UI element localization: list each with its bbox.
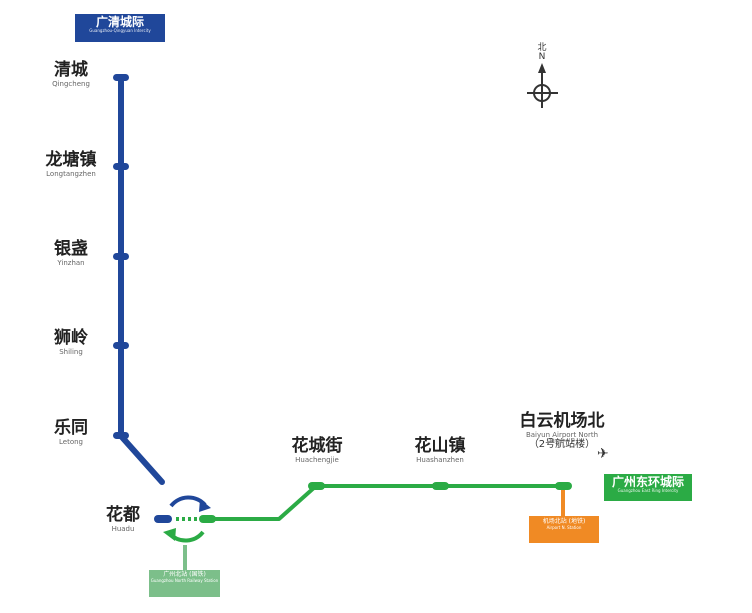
east-ring-line-badge: 广州东环城际 Guangzhou East Ring Intercity bbox=[604, 474, 692, 501]
station-name-en: Huadu bbox=[111, 524, 135, 533]
station-name-zh: 银盏 bbox=[54, 239, 88, 259]
station-marker-huadu-green[interactable] bbox=[199, 515, 216, 523]
station-name-zh: 乐同 bbox=[54, 418, 88, 438]
station-name-zh: 花城街 bbox=[291, 436, 343, 456]
station-marker-shiling[interactable] bbox=[113, 342, 129, 349]
station-name-en: Longtangzhen bbox=[46, 169, 96, 178]
station-marker-qingcheng[interactable] bbox=[113, 74, 129, 81]
huadu-blue-arrow-head bbox=[199, 499, 211, 512]
guangzhou-north-transfer[interactable]: 广州北站 (国铁) Guangzhou North Railway Statio… bbox=[149, 570, 220, 597]
station-name-zh: 清城 bbox=[54, 60, 88, 80]
station-name-zh: 花山镇 bbox=[414, 436, 466, 456]
station-name-en: Letong bbox=[59, 437, 83, 446]
compass-label: 北 N bbox=[526, 44, 558, 62]
transfer-note: 地铁 bbox=[570, 518, 583, 525]
station-name-zh: 龙塘镇 bbox=[45, 150, 97, 170]
station-marker-yinzhan[interactable] bbox=[113, 253, 129, 260]
station-marker-huashanzhen[interactable] bbox=[432, 482, 449, 490]
transfer-name-en: Airport N. Station bbox=[546, 524, 582, 530]
station-name-en: Shiling bbox=[59, 347, 83, 356]
qingcheng-line-name: 广清城际 bbox=[95, 15, 144, 29]
station-label-longtangzhen[interactable]: 龙塘镇 Longtangzhen bbox=[31, 151, 111, 178]
transfer-note: 国铁 bbox=[191, 571, 204, 578]
station-terminal-zh: （2号航站楼） bbox=[528, 439, 596, 451]
station-label-huadu[interactable]: 花都 Huadu bbox=[93, 506, 153, 533]
huadu-green-arrow-head bbox=[163, 528, 176, 541]
east-ring-line-name-en: Guangzhou East Ring Intercity bbox=[617, 487, 679, 493]
airplane-icon: ✈ bbox=[597, 446, 609, 462]
station-label-huachengjie[interactable]: 花城街 Huachengjie bbox=[276, 437, 358, 464]
transfer-name-zh: 机场北站 bbox=[542, 518, 567, 525]
transfer-name-en: Guangzhou North Railway Station bbox=[150, 577, 219, 583]
station-marker-letong[interactable] bbox=[113, 432, 129, 439]
station-label-baiyun-airport-north[interactable]: 白云机场北 Baiyun Airport North （2号航站楼） Termi… bbox=[500, 411, 624, 450]
station-name-en: Baiyun Airport North bbox=[525, 430, 599, 439]
station-terminal-en: Terminal 2 bbox=[549, 438, 575, 445]
qingcheng-line-name-en: Guangzhou-Qingyuan Intercity bbox=[89, 27, 151, 33]
station-name-zh: 白云机场北 bbox=[519, 411, 605, 431]
qingcheng-line-path bbox=[118, 74, 165, 485]
station-label-huashanzhen[interactable]: 花山镇 Huashanzhen bbox=[399, 437, 481, 464]
station-label-yinzhan[interactable]: 银盏 Yinzhan bbox=[36, 240, 106, 267]
compass-label-zh: 北 bbox=[537, 43, 547, 53]
compass-rose bbox=[527, 63, 558, 108]
station-label-letong[interactable]: 乐同 Letong bbox=[36, 419, 106, 446]
station-name-en: Qingcheng bbox=[52, 79, 90, 88]
transfer-name-zh: 广州北站 bbox=[163, 571, 188, 578]
station-name-en: Huashanzhen bbox=[416, 455, 464, 464]
station-name-en: Yinzhan bbox=[57, 258, 85, 267]
station-label-shiling[interactable]: 狮岭 Shiling bbox=[36, 329, 106, 356]
station-marker-huadu-blue[interactable] bbox=[154, 515, 172, 523]
station-marker-baiyun-airport-north[interactable] bbox=[555, 482, 572, 490]
compass-label-letter: N bbox=[538, 52, 546, 62]
station-label-qingcheng[interactable]: 清城 Qingcheng bbox=[36, 61, 106, 88]
east-ring-line-name: 广州东环城际 bbox=[611, 475, 684, 489]
east-ring-line-path bbox=[207, 484, 563, 521]
station-marker-huachengjie[interactable] bbox=[308, 482, 325, 490]
station-name-zh: 狮岭 bbox=[54, 328, 88, 348]
station-name-zh: 花都 bbox=[106, 505, 140, 525]
airport-metro-transfer[interactable]: 机场北站 (地铁) Airport N. Station bbox=[529, 516, 599, 543]
station-name-en: Huachengjie bbox=[295, 455, 339, 464]
qingcheng-line-badge: 广清城际 Guangzhou-Qingyuan Intercity bbox=[75, 14, 165, 42]
station-marker-longtangzhen[interactable] bbox=[113, 163, 129, 170]
